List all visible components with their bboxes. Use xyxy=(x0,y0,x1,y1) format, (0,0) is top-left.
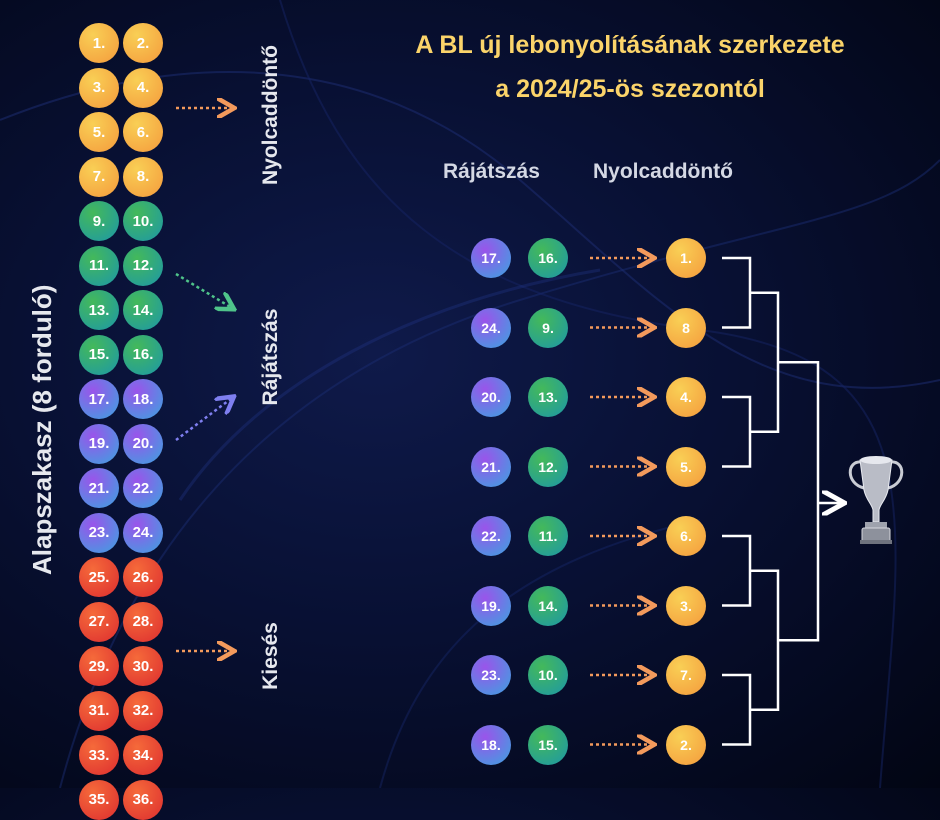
standing-position: 17. xyxy=(79,379,119,419)
bracket-sf-connector xyxy=(778,361,820,642)
connector-layer xyxy=(175,0,904,788)
playoff-team-b: 11. xyxy=(528,516,568,556)
title-line-1: A BL új lebonyolításának szerkezete xyxy=(415,31,845,59)
arrow-green-to-playoff xyxy=(175,272,232,308)
playoff-team-b: 14. xyxy=(528,585,568,626)
standing-position: 34. xyxy=(123,735,163,775)
standing-position: 12. xyxy=(123,245,163,286)
title-line-2: a 2024/25-ös szezontól xyxy=(495,75,765,103)
bracket-qf-connector xyxy=(750,569,780,711)
playoff-team-a: 18. xyxy=(471,724,511,765)
standing-position: 3. xyxy=(79,67,119,108)
playoff-team-b: 16. xyxy=(528,238,568,278)
standing-position: 29. xyxy=(79,646,119,686)
playoff-team-a: 24. xyxy=(471,307,511,348)
playoff-team-a: 17. xyxy=(471,238,511,278)
playoff-team-b: 13. xyxy=(528,377,568,417)
standing-position: 7. xyxy=(79,156,119,197)
standing-position: 15. xyxy=(79,334,119,375)
standing-position: 2. xyxy=(123,23,163,63)
standing-position: 20. xyxy=(123,423,163,464)
standing-position: 27. xyxy=(79,601,119,642)
round-of-16-seed: 7. xyxy=(666,655,706,695)
playoff-team-a: 23. xyxy=(471,655,511,695)
playoff-team-a: 20. xyxy=(471,377,511,417)
standing-position: 8. xyxy=(123,156,163,197)
bracket-r16-connector xyxy=(722,534,752,607)
bracket-r16-connector xyxy=(722,673,752,746)
playoff-team-a: 19. xyxy=(471,585,511,626)
standing-position: 30. xyxy=(123,646,163,686)
standing-position: 22. xyxy=(123,468,163,508)
round-of-16-seed: 4. xyxy=(666,377,706,417)
standing-position: 23. xyxy=(79,512,119,553)
standing-position: 32. xyxy=(123,690,163,731)
standing-position: 25. xyxy=(79,557,119,597)
champions-league-trophy-icon xyxy=(848,456,904,544)
standing-position: 16. xyxy=(123,334,163,375)
round-of-16-seed: 6. xyxy=(666,516,706,556)
standing-position: 28. xyxy=(123,601,163,642)
round-of-16-seed: 1. xyxy=(666,238,706,278)
standing-position: 18. xyxy=(123,379,163,419)
standing-position: 6. xyxy=(123,112,163,152)
standing-position: 31. xyxy=(79,690,119,731)
standing-position: 33. xyxy=(79,735,119,775)
arrow-purple-to-playoff xyxy=(175,398,232,441)
standing-position: 9. xyxy=(79,201,119,241)
playoff-team-b: 10. xyxy=(528,655,568,695)
standing-position: 24. xyxy=(123,512,163,553)
standing-position: 5. xyxy=(79,112,119,152)
standing-position: 4. xyxy=(123,67,163,108)
standing-position: 1. xyxy=(79,23,119,63)
standing-position: 26. xyxy=(123,557,163,597)
playoff-team-b: 9. xyxy=(528,307,568,348)
playoff-team-b: 12. xyxy=(528,446,568,487)
standing-position: 21. xyxy=(79,468,119,508)
round-of-16-seed: 3. xyxy=(666,585,706,626)
bracket-qf-connector xyxy=(750,291,780,433)
standing-position: 19. xyxy=(79,423,119,464)
round-of-16-seed: 8 xyxy=(666,307,706,348)
round-of-16-seed: 5. xyxy=(666,446,706,487)
bracket-r16-connector xyxy=(722,395,752,468)
standing-position: 11. xyxy=(79,245,119,286)
standing-position: 10. xyxy=(123,201,163,241)
round-of-16-seed: 2. xyxy=(666,724,706,765)
standing-position: 14. xyxy=(123,290,163,330)
playoff-team-b: 15. xyxy=(528,724,568,765)
column-header-round-of-16: Nyolcaddöntő xyxy=(593,160,733,183)
playoff-team-a: 22. xyxy=(471,516,511,556)
playoff-team-a: 21. xyxy=(471,446,511,487)
standing-position: 13. xyxy=(79,290,119,330)
bracket-r16-connector xyxy=(722,256,752,329)
column-header-playoff: Rájátszás xyxy=(443,160,540,183)
